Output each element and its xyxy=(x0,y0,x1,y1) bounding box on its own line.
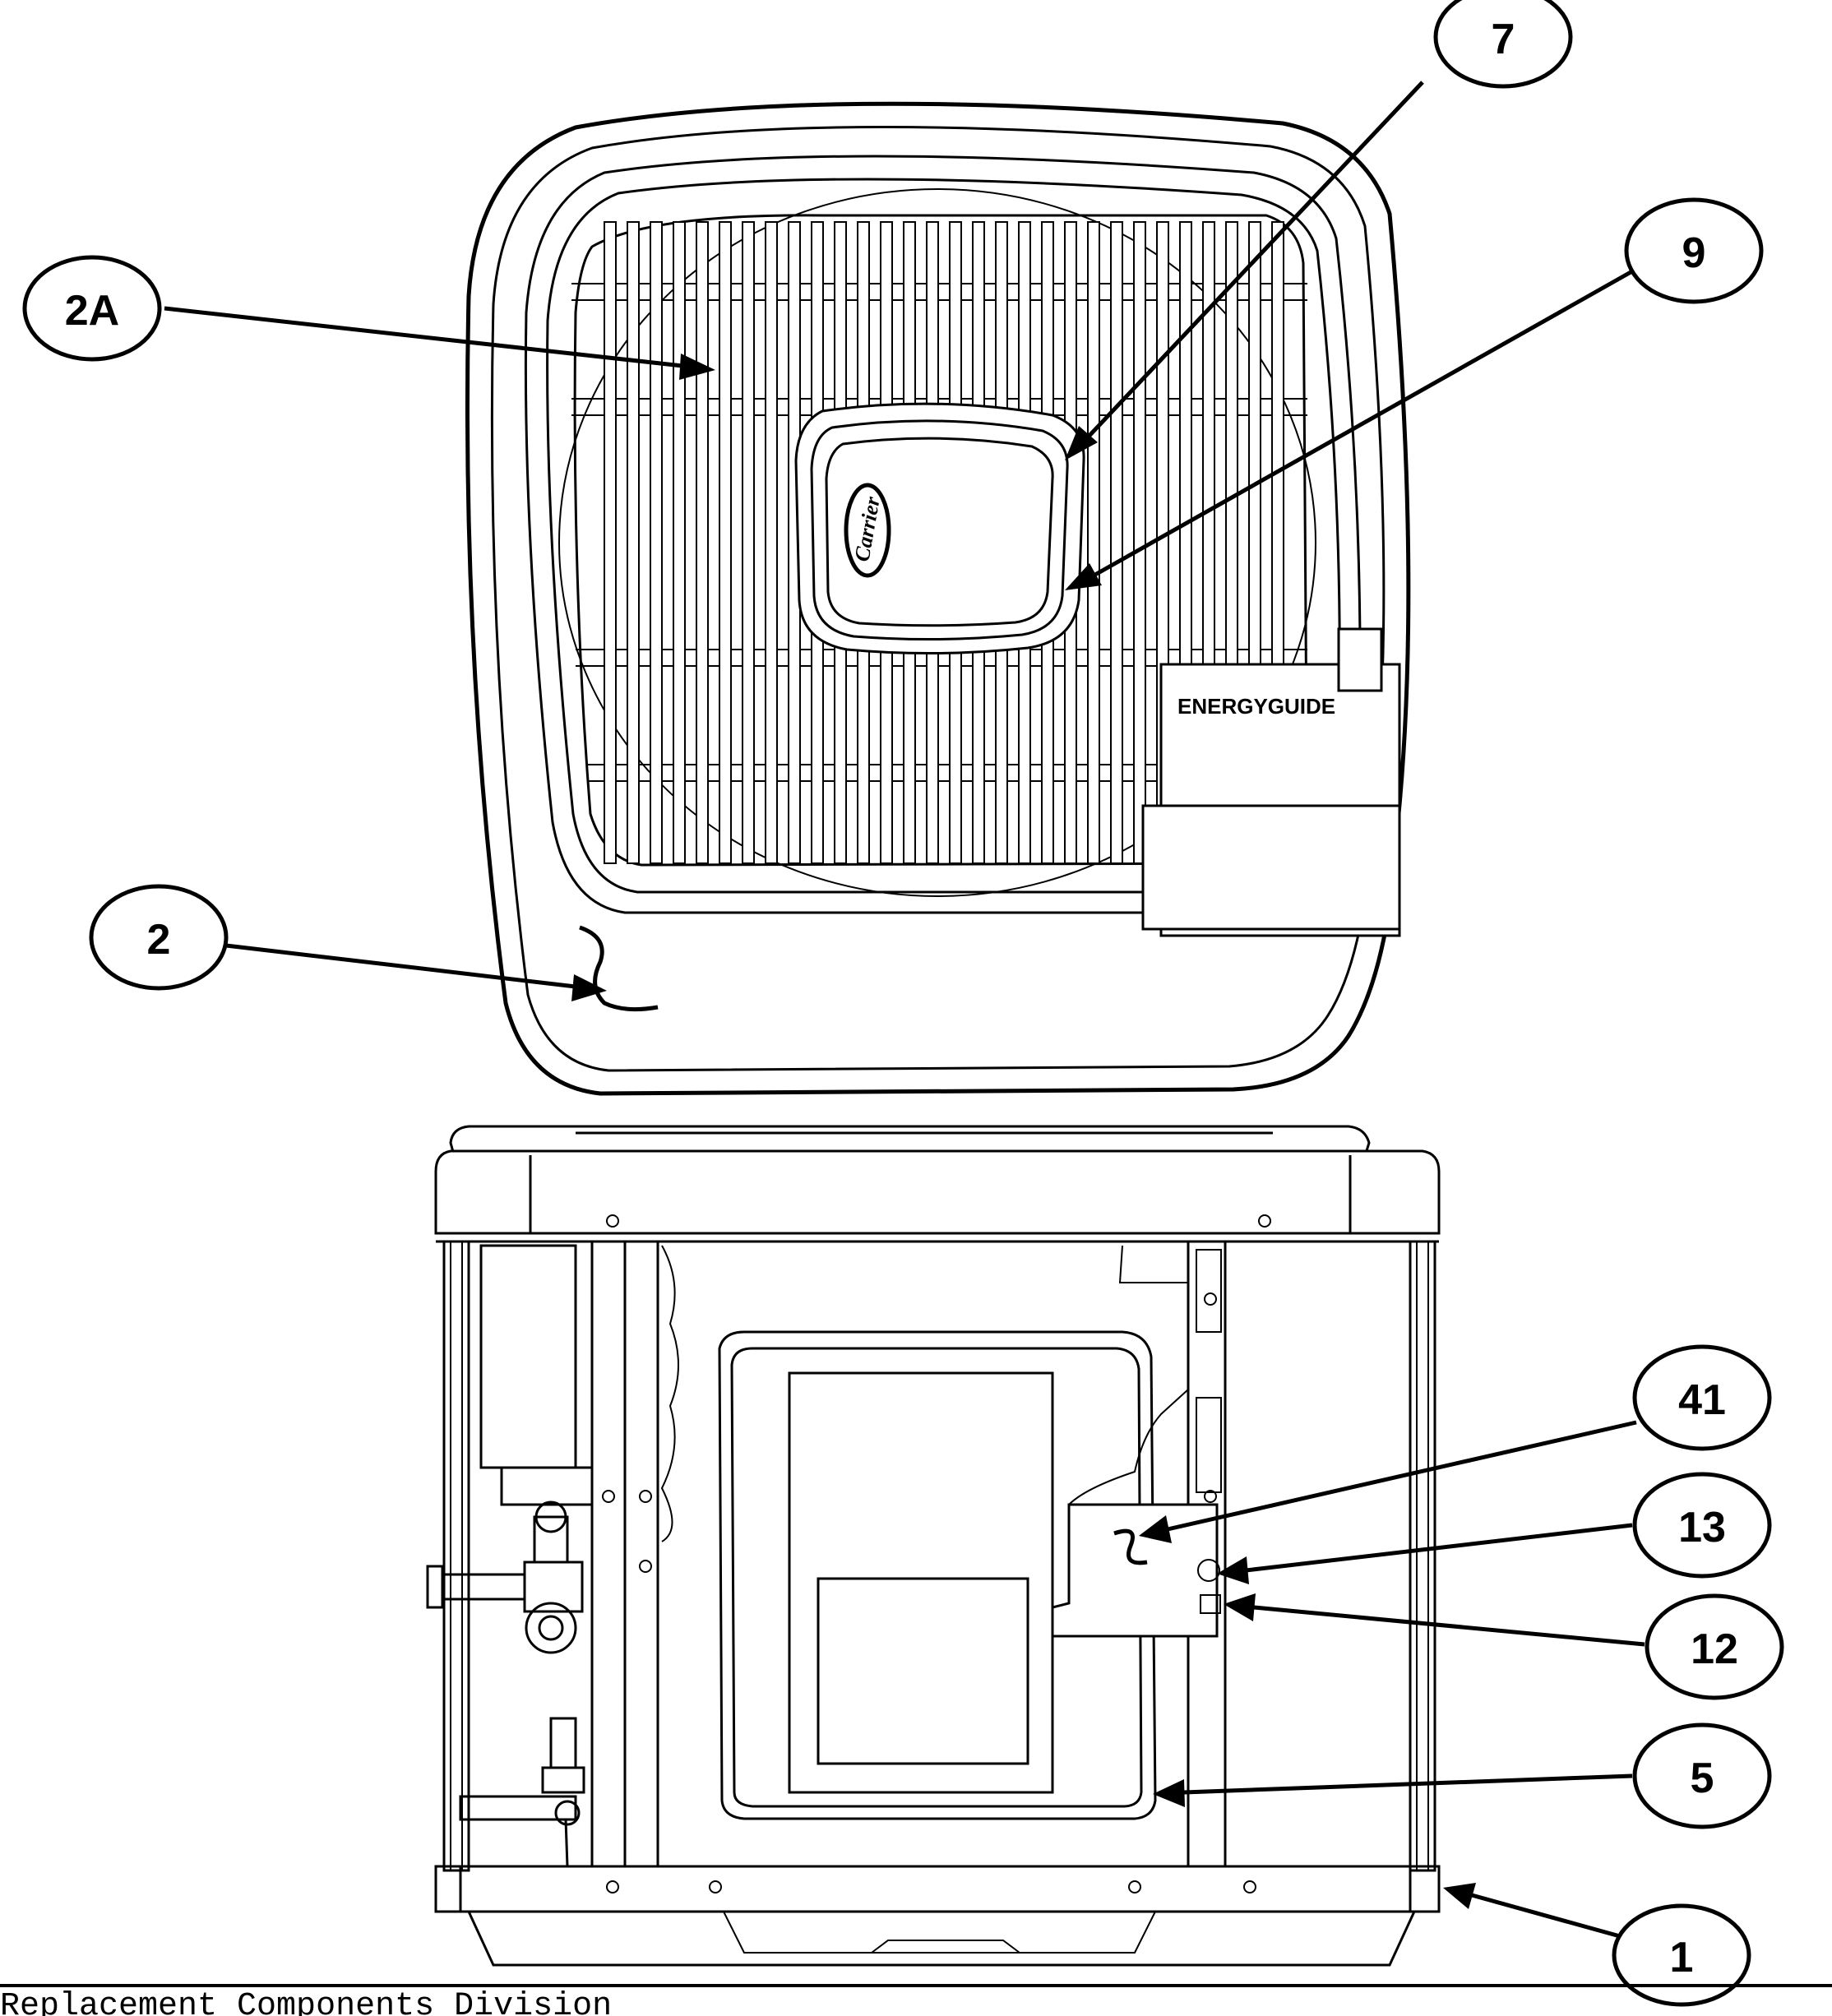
callout-label-2: 2 xyxy=(147,916,171,964)
grille-bar xyxy=(604,221,617,864)
callout-7: 7 xyxy=(1065,0,1573,460)
callout-12: 12 xyxy=(1224,1593,1784,1700)
side-view-unit xyxy=(426,1125,1441,1967)
grille-bar xyxy=(673,221,686,864)
grille-bar xyxy=(1110,221,1123,864)
grille-bar xyxy=(719,221,732,864)
callout-label-9: 9 xyxy=(1682,229,1706,277)
grille-bar xyxy=(1087,221,1100,864)
callout-9: 9 xyxy=(1065,197,1764,590)
callout-label-12: 12 xyxy=(1691,1625,1738,1673)
callout-label-2a: 2A xyxy=(65,287,119,335)
callout-label-7: 7 xyxy=(1492,16,1515,63)
grille-bar xyxy=(742,221,755,864)
callout-label-13: 13 xyxy=(1678,1504,1726,1551)
energyguide-text: ENERGYGUIDE xyxy=(1177,694,1335,719)
callout-label-5: 5 xyxy=(1691,1755,1714,1802)
callout-2: 2 xyxy=(89,884,607,1001)
callout-label-1: 1 xyxy=(1670,1934,1694,1981)
callout-13: 13 xyxy=(1217,1472,1772,1584)
callout-41: 41 xyxy=(1139,1344,1772,1543)
grille-bar xyxy=(765,221,778,864)
top-view-unit: Carrier ENERGYGUIDE xyxy=(465,101,1411,1096)
callout-2a: 2A xyxy=(22,255,715,380)
callout-label-41: 41 xyxy=(1678,1376,1726,1424)
footer-text: Replacement Components Division xyxy=(0,1988,612,2016)
callout-1: 1 xyxy=(1443,1883,1751,2007)
grille-bar xyxy=(650,221,663,864)
grille-bar xyxy=(696,221,709,864)
grille-bar xyxy=(627,221,640,864)
callout-5: 5 xyxy=(1153,1722,1772,1829)
grille-bar xyxy=(1133,221,1146,864)
energyguide-label: ENERGYGUIDE xyxy=(1141,627,1401,937)
